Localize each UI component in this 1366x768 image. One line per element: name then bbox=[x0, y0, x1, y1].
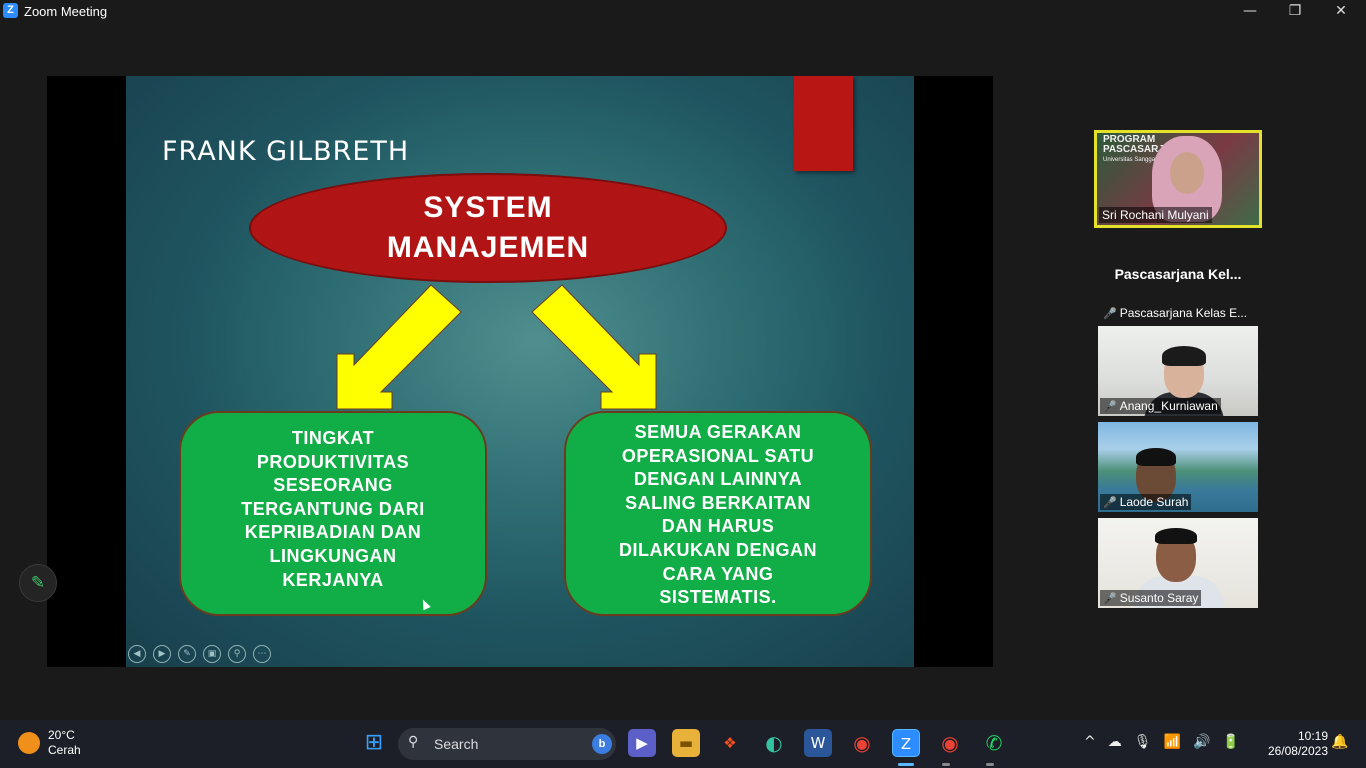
participant-tile-anang[interactable]: 🎤Anang_Kurniawan bbox=[1098, 326, 1258, 416]
battery-icon[interactable]: 🔋 bbox=[1222, 734, 1240, 750]
word-icon[interactable]: W bbox=[804, 729, 832, 757]
participant-tile-laode[interactable]: 🎤Laode Surah bbox=[1098, 422, 1258, 512]
title-bar: Z Zoom Meeting — ❐ ✕ bbox=[0, 0, 1366, 23]
slide-controls: ◀ ▶ ✎ ▣ ⚲ ⋯ bbox=[128, 645, 271, 665]
annotate-pencil-button[interactable]: ✎ bbox=[19, 564, 57, 602]
file-explorer-icon[interactable]: ▬ bbox=[672, 729, 700, 757]
ellipse-text: SYSTEM MANAJEMEN bbox=[386, 191, 590, 264]
sun-icon bbox=[18, 732, 40, 754]
previous-slide-icon[interactable]: ◀ bbox=[128, 645, 146, 663]
left-arrow bbox=[336, 284, 462, 410]
chrome-profile-icon[interactable]: ◉ bbox=[941, 731, 959, 755]
onedrive-icon[interactable]: ☁ bbox=[1107, 734, 1122, 750]
next-slide-icon[interactable]: ▶ bbox=[153, 645, 171, 663]
figma-icon[interactable]: ❖ bbox=[723, 734, 737, 752]
slides-overview-icon[interactable]: ▣ bbox=[203, 645, 221, 663]
close-button[interactable]: ✕ bbox=[1335, 3, 1347, 19]
notification-bell-icon[interactable]: 🔔 bbox=[1331, 734, 1349, 750]
taskbar-clock[interactable]: 10:19 26/08/2023 bbox=[1254, 729, 1328, 759]
whatsapp-running-indicator bbox=[986, 763, 994, 766]
clock-date: 26/08/2023 bbox=[1267, 744, 1328, 758]
right-box-text: SEMUA GERAKAN OPERASIONAL SATU DENGAN LA… bbox=[619, 422, 817, 608]
taskbar-search-box[interactable]: ⚲ Search b bbox=[398, 728, 616, 760]
chevron-up-icon[interactable]: ^ bbox=[1084, 734, 1096, 750]
bing-icon: b bbox=[592, 734, 612, 754]
meeting-stage: FRANK GILBRETH SYSTEM MANAJEMEN TINGKAT … bbox=[0, 23, 1366, 720]
right-arrow bbox=[531, 284, 657, 410]
search-icon: ⚲ bbox=[408, 734, 419, 750]
participant-display-name: Pascasarjana Kel... bbox=[1114, 266, 1242, 282]
presentation-slide: FRANK GILBRETH SYSTEM MANAJEMEN TINGKAT … bbox=[126, 76, 914, 667]
more-options-icon[interactable]: ⋯ bbox=[253, 645, 271, 663]
participant-hair bbox=[1162, 346, 1206, 366]
left-green-box: TINGKAT PRODUKTIVITAS SESEORANG TERGANTU… bbox=[179, 411, 487, 616]
participant-tile-pascasarjana[interactable]: Pascasarjana Kel... 🎤Pascasarjana Kelas … bbox=[1098, 233, 1258, 323]
slide-title: FRANK GILBRETH bbox=[162, 136, 410, 167]
system-tray: ^ ☁ 🎙 📶 🔊 🔋 bbox=[1084, 734, 1240, 750]
search-placeholder: Search bbox=[434, 736, 479, 752]
volume-icon[interactable]: 🔊 bbox=[1192, 734, 1211, 750]
participant-tile-sri[interactable]: PROGRAM PASCASARJA Universitas Sangga Sr… bbox=[1094, 130, 1262, 228]
maximize-button[interactable]: ❐ bbox=[1288, 3, 1302, 19]
slide-accent-rectangle bbox=[794, 76, 853, 171]
windows-taskbar: 20°C Cerah ⊞ ⚲ Search b ▶ ▬ ❖ ◐ W ◉ Z ◉ … bbox=[0, 720, 1366, 768]
clock-time: 10:19 bbox=[1297, 729, 1328, 743]
screen-share-view[interactable]: FRANK GILBRETH SYSTEM MANAJEMEN TINGKAT … bbox=[47, 76, 993, 667]
zoom-logo-icon: Z bbox=[3, 3, 18, 18]
wifi-icon[interactable]: 📶 bbox=[1163, 734, 1181, 750]
chrome-icon[interactable]: ◉ bbox=[853, 731, 871, 755]
weather-temperature: 20°C bbox=[48, 728, 75, 742]
zoom-icon[interactable]: ⚲ bbox=[228, 645, 246, 663]
window-title: Zoom Meeting bbox=[24, 4, 108, 19]
participant-name-label: 🎤Laode Surah bbox=[1100, 494, 1192, 510]
weather-widget[interactable]: 20°C Cerah bbox=[18, 728, 81, 758]
microphone-icon[interactable]: 🎙 bbox=[1133, 734, 1152, 750]
muted-mic-icon: 🎤 bbox=[1103, 400, 1117, 413]
right-green-box: SEMUA GERAKAN OPERASIONAL SATU DENGAN LA… bbox=[564, 411, 872, 616]
muted-mic-icon: 🎤 bbox=[1103, 307, 1117, 320]
participant-hair bbox=[1136, 448, 1176, 466]
arrows-graphic bbox=[336, 284, 657, 410]
weather-condition: Cerah bbox=[48, 743, 81, 757]
muted-mic-icon: 🎤 bbox=[1103, 496, 1117, 509]
chrome-running-indicator bbox=[942, 763, 950, 766]
participant-name-label: 🎤Susanto Saray bbox=[1100, 590, 1202, 606]
participant-hair bbox=[1155, 528, 1197, 544]
muted-mic-icon: 🎤 bbox=[1103, 592, 1117, 605]
edge-icon[interactable]: ◐ bbox=[765, 731, 783, 755]
zoom-app-icon[interactable]: Z bbox=[892, 729, 920, 757]
participant-name: Sri Rochani Mulyani bbox=[1099, 207, 1212, 223]
pen-icon[interactable]: ✎ bbox=[178, 645, 196, 663]
windows-start-icon[interactable]: ⊞ bbox=[364, 730, 384, 755]
whatsapp-icon[interactable]: ✆ bbox=[985, 731, 1003, 755]
background-banner: PROGRAM PASCASARJA Universitas Sangga bbox=[1103, 134, 1172, 164]
left-box-text: TINGKAT PRODUKTIVITAS SESEORANG TERGANTU… bbox=[241, 428, 425, 590]
participant-name-label: 🎤Pascasarjana Kelas E... bbox=[1103, 306, 1248, 320]
participant-name-label: 🎤Anang_Kurniawan bbox=[1100, 398, 1221, 414]
zoom-active-indicator bbox=[898, 763, 914, 766]
participant-tile-susanto[interactable]: 🎤Susanto Saray bbox=[1098, 518, 1258, 608]
meet-now-icon[interactable]: ▶ bbox=[628, 729, 656, 757]
system-manajemen-ellipse: SYSTEM MANAJEMEN bbox=[249, 173, 727, 283]
minimize-button[interactable]: — bbox=[1243, 3, 1257, 19]
